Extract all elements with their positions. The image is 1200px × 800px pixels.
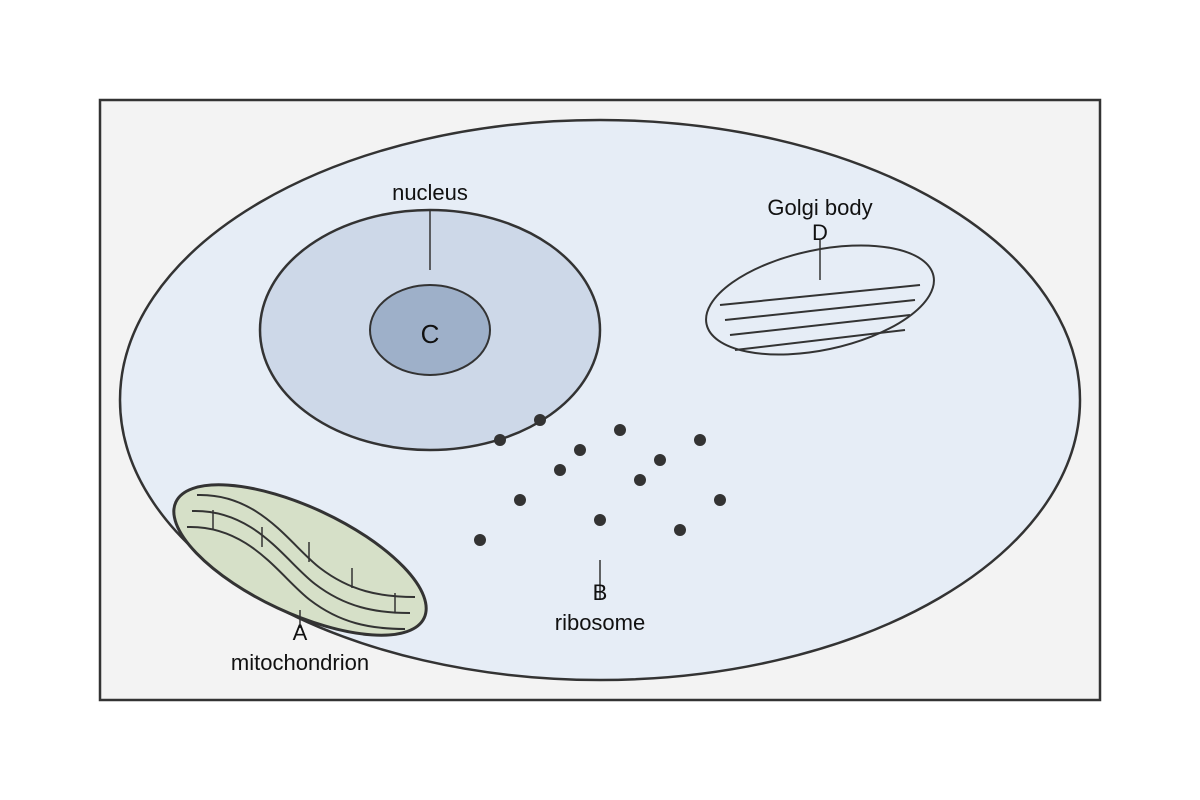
golgi-cisterna xyxy=(734,329,906,351)
ribosome-letter-label: B xyxy=(593,580,608,605)
nucleus: nucleus C xyxy=(258,180,602,452)
mitochondrion-crista xyxy=(186,525,406,630)
ribosome-dot xyxy=(494,434,506,446)
ribosome-dot xyxy=(634,474,646,486)
mitochondrion-crista xyxy=(191,509,411,614)
ribosome-dot xyxy=(594,514,606,526)
ribosome-dot xyxy=(514,494,526,506)
mitochondrion: A mitochondrion xyxy=(172,483,428,675)
ribosome-dot xyxy=(534,414,546,426)
mitochondrion-label: mitochondrion xyxy=(231,650,369,675)
ribosome-dot xyxy=(574,444,586,456)
ribosome-dot xyxy=(614,424,626,436)
nucleolus xyxy=(369,284,491,376)
ribosomes xyxy=(474,414,726,546)
nucleolus-letter-label: C xyxy=(421,319,440,349)
golgi-label: Golgi body xyxy=(767,195,872,220)
ribosome-dot xyxy=(674,524,686,536)
mitochondrion-outer-membrane xyxy=(172,483,428,637)
ribosome-dot xyxy=(714,494,726,506)
ribosome-dot xyxy=(694,434,706,446)
ribosome-dot xyxy=(654,454,666,466)
golgi-letter-label: D xyxy=(812,220,828,245)
golgi-cisterna xyxy=(724,299,916,321)
ribosome-label: ribosome xyxy=(555,610,645,635)
mitochondrion-letter-label: A xyxy=(293,620,308,645)
golgi-cisterna xyxy=(729,314,911,336)
ribosome-dot xyxy=(474,534,486,546)
nucleus-label: nucleus xyxy=(392,180,468,205)
golgi-cisterna xyxy=(719,284,921,306)
mitochondrion-crista xyxy=(196,493,416,598)
golgi-body: Golgi body D xyxy=(705,195,935,356)
ribosome-dot xyxy=(554,464,566,476)
golgi-outline xyxy=(705,244,935,356)
